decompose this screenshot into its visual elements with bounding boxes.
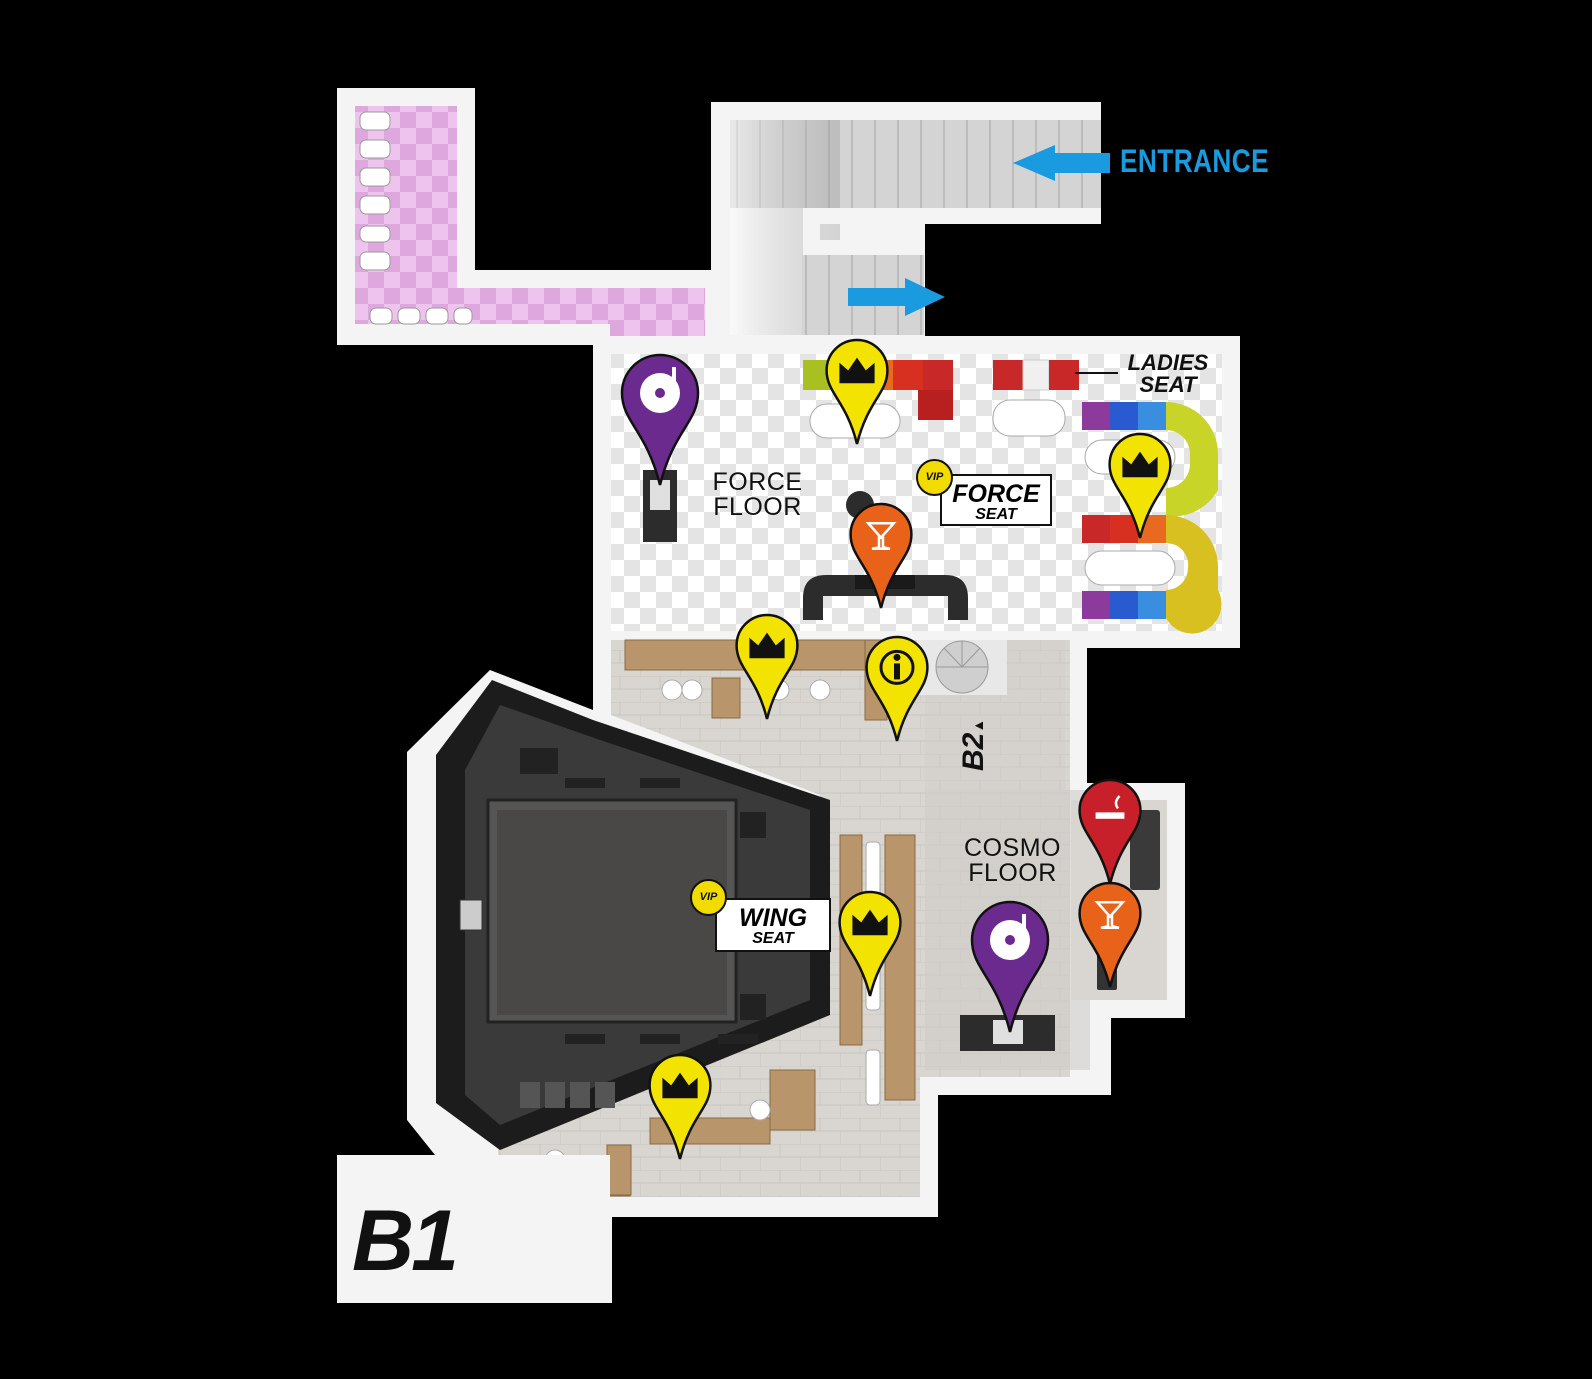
vip-table-marker[interactable] xyxy=(838,890,902,997)
bar-marker[interactable] xyxy=(849,502,913,609)
force-seat-line1: FORCE xyxy=(952,480,1040,508)
force-floor-label: FORCE FLOOR xyxy=(700,470,815,520)
cosmo-floor-name-1: COSMO xyxy=(964,834,1061,862)
force-floor-name-1: FORCE xyxy=(712,468,803,496)
crown-icon xyxy=(749,632,785,659)
level-label: B1 xyxy=(352,1193,459,1289)
stair-b2-label: B2▲ xyxy=(957,718,993,771)
restroom-area xyxy=(337,88,712,345)
smoking-marker[interactable] xyxy=(1078,778,1142,885)
markers xyxy=(620,338,1172,1160)
ladies-seat-line2: SEAT xyxy=(1139,372,1197,397)
wing-seat-line1: WING xyxy=(738,904,808,932)
info-marker[interactable] xyxy=(865,635,929,742)
turntable-icon xyxy=(640,367,680,413)
info-icon xyxy=(879,649,915,685)
crown-icon xyxy=(1122,451,1158,478)
wing-stage xyxy=(436,680,830,1150)
entrance-arrow-out xyxy=(848,278,945,316)
force-floor-name-2: FLOOR xyxy=(713,493,802,521)
turntable-icon xyxy=(990,914,1030,960)
wing-seat-label[interactable]: WING SEAT xyxy=(715,898,831,952)
wing-seat-line2: SEAT xyxy=(752,930,794,947)
entrance-arrow-in xyxy=(1013,145,1110,181)
force-seat-vip-badge: VIP xyxy=(916,459,953,496)
spiral-stair xyxy=(917,640,1007,695)
ladies-seat-line1: LADIES xyxy=(1127,350,1209,375)
vip-table-marker[interactable] xyxy=(648,1053,712,1160)
stair-b2-text: B2 xyxy=(957,732,990,771)
crown-icon xyxy=(662,1072,698,1099)
wing-seat-vip-badge: VIP xyxy=(690,879,727,916)
lounge-seating xyxy=(519,639,916,1197)
cosmo-floor-label: COSMO FLOOR xyxy=(955,836,1070,886)
cigarette-icon xyxy=(1095,795,1125,819)
vip-table-marker[interactable] xyxy=(735,613,799,720)
cosmo-floor-name-2: FLOOR xyxy=(968,859,1057,887)
level-label-box xyxy=(337,1155,610,1303)
vip-table-marker[interactable] xyxy=(825,338,889,445)
crown-icon xyxy=(839,357,875,384)
stair-up-icon: ▲ xyxy=(970,718,986,733)
cocktail-icon xyxy=(865,521,897,551)
force-seating xyxy=(803,359,1222,634)
force-seat-line2: SEAT xyxy=(975,506,1017,523)
crown-icon xyxy=(852,909,888,936)
entrance-stairs xyxy=(711,102,1101,345)
dj-marker[interactable] xyxy=(620,353,700,486)
dj-marker[interactable] xyxy=(970,900,1050,1033)
entrance-label: ENTRANCE xyxy=(1120,143,1270,179)
force-seat-label[interactable]: FORCE SEAT xyxy=(940,474,1052,526)
vip-table-marker[interactable] xyxy=(1108,432,1172,539)
cocktail-icon xyxy=(1094,900,1126,930)
ladies-seat-label: LADIES SEAT xyxy=(1118,352,1218,396)
